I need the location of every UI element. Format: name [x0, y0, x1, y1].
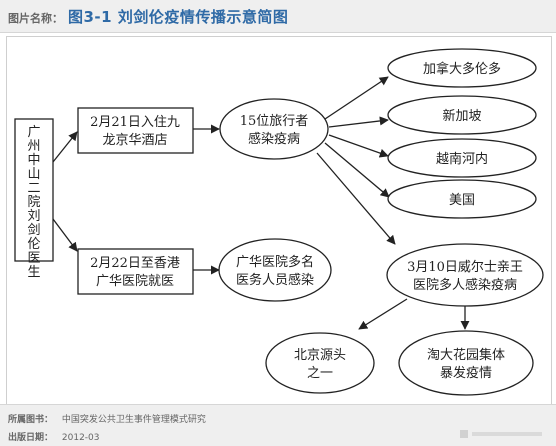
node-source-char: 医: [27, 251, 40, 266]
node-source: 广州中山二院刘剑伦医生: [14, 118, 54, 280]
connector-arrows: [52, 76, 470, 330]
node-hk-hospital-line1: 2月22日至香港: [90, 256, 180, 271]
node-hotel-line2: 龙京华酒店: [102, 133, 167, 148]
node-source-char: 二: [27, 181, 40, 196]
node-travelers-line1: 15位旅行者: [240, 114, 309, 129]
node-source-char: 院: [27, 195, 40, 210]
diagram-frame: 广州中山二院刘剑伦医生 2月21日入住九 龙京华酒店 2月22日至香港 广华医院…: [6, 36, 552, 406]
node-beijing-line1: 北京源头: [294, 348, 346, 363]
node-canada: 加拿大多伦多: [387, 48, 537, 88]
arrow-travelers-to-vietnam: [328, 134, 389, 158]
node-source-char: 广: [27, 125, 40, 140]
node-kwong-wah-ellipse: [218, 238, 332, 302]
node-amoy-ellipse: [398, 330, 534, 396]
node-singapore: 新加坡: [387, 95, 537, 135]
node-hk-hospital: 2月22日至香港 广华医院就医: [77, 248, 194, 295]
arrow-travelers-to-singapore: [328, 116, 389, 128]
node-source-label: 广州中山二院刘剑伦医生: [27, 125, 40, 280]
arrow-source-to-hk-hospital: [52, 218, 78, 252]
footer-book-label: 所属图书：: [8, 415, 54, 425]
node-prince-wales-line2: 医院多人感染疫病: [413, 277, 517, 293]
footer-date-row: 出版日期： 2012-03: [8, 430, 100, 443]
node-source-box: [14, 118, 54, 262]
transmission-diagram: 广州中山二院刘剑伦医生 2月21日入住九 龙京华酒店 2月22日至香港 广华医院…: [14, 48, 544, 396]
node-hk-hospital-box: [77, 248, 194, 295]
node-amoy-line2: 暴发疫情: [440, 365, 492, 381]
node-singapore-label: 新加坡: [442, 108, 481, 124]
node-beijing-line2: 之一: [307, 366, 333, 381]
node-canada-ellipse: [387, 48, 537, 88]
figure-title: 图3-1 刘剑伦疫情传播示意简图: [68, 8, 289, 26]
node-vietnam-label: 越南河内: [436, 151, 488, 167]
node-usa: 美国: [387, 179, 537, 219]
node-canada-label: 加拿大多伦多: [423, 61, 501, 77]
node-vietnam-ellipse: [387, 138, 537, 178]
node-source-char: 州: [27, 139, 40, 154]
node-travelers: 15位旅行者 感染疫病: [219, 98, 329, 160]
node-singapore-ellipse: [387, 95, 537, 135]
figure-name-label: 图片名称：: [8, 12, 63, 25]
footer-date-label: 出版日期：: [8, 433, 54, 443]
arrow-prince-wales-to-beijing: [358, 298, 408, 330]
figure-footer: 所属图书： 中国突发公共卫生事件管理模式研究 出版日期： 2012-03: [0, 404, 556, 446]
node-hotel-line1: 2月21日入住九: [90, 115, 180, 130]
arrow-travelers-to-canada: [324, 76, 389, 120]
arrow-source-to-hotel: [52, 131, 78, 163]
watermark-logo: [460, 430, 542, 438]
node-beijing-ellipse: [265, 332, 375, 394]
node-travelers-line2: 感染疫病: [248, 131, 300, 147]
node-source-char: 中: [27, 153, 40, 168]
node-hotel-box: [77, 107, 194, 154]
node-vietnam: 越南河内: [387, 138, 537, 178]
node-amoy: 淘大花园集体 暴发疫情: [398, 330, 534, 396]
node-amoy-line1: 淘大花园集体: [427, 347, 505, 363]
node-prince-wales: 3月10日威尔士亲王 医院多人感染疫病: [386, 243, 544, 307]
node-beijing: 北京源头 之一: [265, 332, 375, 394]
arrow-travelers-to-usa: [324, 142, 390, 198]
node-source-char: 山: [27, 167, 40, 182]
arrow-travelers-to-prince-wales: [316, 152, 396, 245]
node-prince-wales-line1: 3月10日威尔士亲王: [407, 260, 523, 275]
node-hk-hospital-line2: 广华医院就医: [96, 274, 174, 289]
node-hotel: 2月21日入住九 龙京华酒店: [77, 107, 194, 154]
node-source-char: 伦: [27, 237, 40, 252]
footer-date-value: 2012-03: [61, 433, 100, 443]
node-travelers-ellipse: [219, 98, 329, 160]
node-prince-wales-ellipse: [386, 243, 544, 307]
node-kwong-wah: 广华医院多名 医务人员感染: [218, 238, 332, 302]
node-usa-label: 美国: [449, 193, 475, 208]
node-source-char: 生: [27, 265, 40, 280]
node-source-char: 剑: [27, 222, 40, 238]
node-kwong-wah-line2: 医务人员感染: [236, 272, 314, 288]
figure-header: 图片名称： 图3-1 刘剑伦疫情传播示意简图: [0, 0, 556, 33]
node-source-char: 刘: [27, 209, 40, 224]
node-kwong-wah-line1: 广华医院多名: [236, 254, 314, 270]
footer-book-value: 中国突发公共卫生事件管理模式研究: [61, 415, 206, 425]
node-usa-ellipse: [387, 179, 537, 219]
footer-book-row: 所属图书： 中国突发公共卫生事件管理模式研究: [8, 412, 206, 425]
